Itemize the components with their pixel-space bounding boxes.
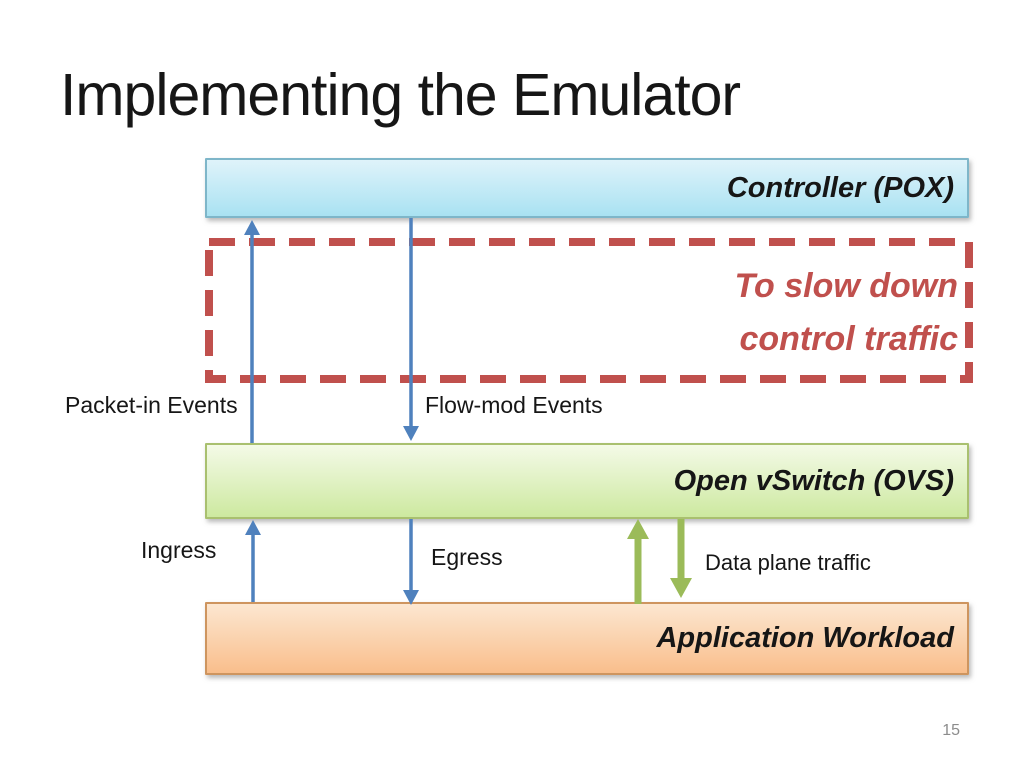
ingress-arrow-icon xyxy=(245,520,261,602)
controller-box-label: Controller (POX) xyxy=(726,171,954,204)
ovs-box-label: Open vSwitch (OVS) xyxy=(673,464,954,497)
workload-box: Application Workload xyxy=(205,602,969,675)
packet-in-arrow-icon xyxy=(244,220,260,443)
callout-line-1: To slow down xyxy=(734,267,959,305)
data-plane-down-arrow-icon xyxy=(670,519,692,598)
data-plane-up-arrow-icon xyxy=(627,519,649,604)
egress-arrow-icon xyxy=(403,519,419,605)
flow-mod-arrow-icon xyxy=(403,218,419,441)
slide-title: Implementing the Emulator xyxy=(60,62,741,128)
ingress-label: Ingress xyxy=(141,537,217,563)
controller-box: Controller (POX) xyxy=(205,158,969,218)
page-number: 15 xyxy=(942,722,960,739)
callout-line-2: control traffic xyxy=(739,320,958,358)
flow-mod-events-label: Flow-mod Events xyxy=(425,392,603,418)
callout-text: To slow down control traffic xyxy=(735,260,959,366)
workload-box-label: Application Workload xyxy=(656,622,954,654)
ovs-box: Open vSwitch (OVS) xyxy=(205,443,969,519)
packet-in-events-label: Packet-in Events xyxy=(65,392,238,418)
egress-label: Egress xyxy=(431,544,503,570)
data-plane-traffic-label: Data plane traffic xyxy=(705,550,871,575)
